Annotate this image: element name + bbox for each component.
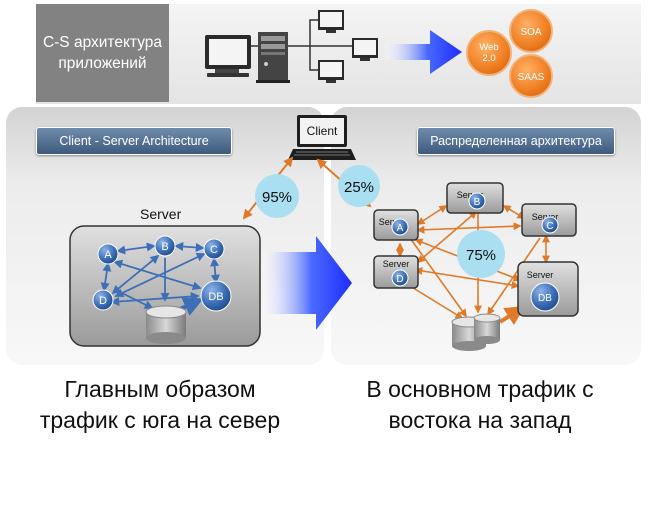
saas-bubble: SAAS [509, 54, 553, 98]
top-arrow-icon [385, 30, 462, 74]
web-label-2: 2.0 [482, 53, 495, 64]
svg-text:Server: Server [383, 259, 410, 269]
web-bubble: Web 2.0 [466, 30, 512, 76]
right-percent-center: 75% [466, 247, 496, 264]
monitor-icon-3 [318, 60, 344, 83]
right-server-a: Server A [373, 209, 419, 241]
monitor-icon-2 [352, 38, 378, 61]
svg-text:A: A [104, 249, 112, 261]
left-node-a: A [97, 243, 119, 265]
svg-text:Server: Server [457, 190, 484, 200]
svg-text:Server: Server [532, 212, 559, 222]
distributed-header: Распределенная архитектура [417, 127, 615, 155]
right-server-d: Server D [373, 255, 419, 289]
right-diagram: 25% 75% Server A S [316, 158, 579, 351]
right-percent-client: 25% [344, 179, 374, 196]
left-node-d: D [92, 289, 114, 311]
client-laptop-icon [288, 115, 356, 160]
monitor-icon-1 [318, 10, 344, 33]
right-database-icon [451, 313, 501, 351]
svg-text:SOA: SOA [520, 27, 541, 38]
web-label-1: Web [479, 42, 498, 53]
server-tower-icon [256, 32, 290, 83]
left-node-c: C [203, 238, 225, 260]
svg-text:D: D [99, 295, 107, 307]
left-node-db: DB [200, 280, 232, 312]
client-label: Client [306, 124, 338, 138]
client-server-header: Client - Server Architecture [36, 127, 232, 155]
svg-text:DB: DB [538, 293, 552, 304]
left-caption: Главным образом трафик с юга на север [39, 376, 281, 433]
svg-text:A: A [397, 223, 404, 234]
desktop-monitor-icon [205, 35, 251, 77]
svg-text:B: B [161, 241, 168, 253]
svg-text:DB: DB [208, 291, 223, 303]
left-percent: 95% [262, 189, 292, 206]
svg-text:Server: Server [379, 217, 406, 227]
svg-text:SAAS: SAAS [518, 72, 545, 83]
server-label: Server [140, 206, 182, 222]
svg-text:C: C [210, 244, 218, 256]
svg-text:B: B [474, 197, 481, 208]
left-database-icon [145, 305, 187, 344]
soa-bubble: SOA [509, 9, 553, 53]
svg-text:C: C [546, 221, 553, 232]
svg-text:Server: Server [527, 270, 554, 280]
top-network: Web 2.0 SOA SAAS [205, 9, 553, 98]
right-server-db: Server DB [517, 261, 579, 317]
right-server-c: Server C [521, 203, 577, 237]
left-node-b: B [154, 235, 176, 257]
left-diagram: 95% A B C [69, 156, 299, 347]
right-server-b: Server B [446, 182, 504, 214]
center-arrow-icon [262, 236, 352, 330]
architecture-title: C-S архитектура приложений [36, 4, 169, 102]
svg-text:D: D [396, 274, 403, 285]
right-caption: В основном трафик с востока на запад [366, 376, 594, 433]
